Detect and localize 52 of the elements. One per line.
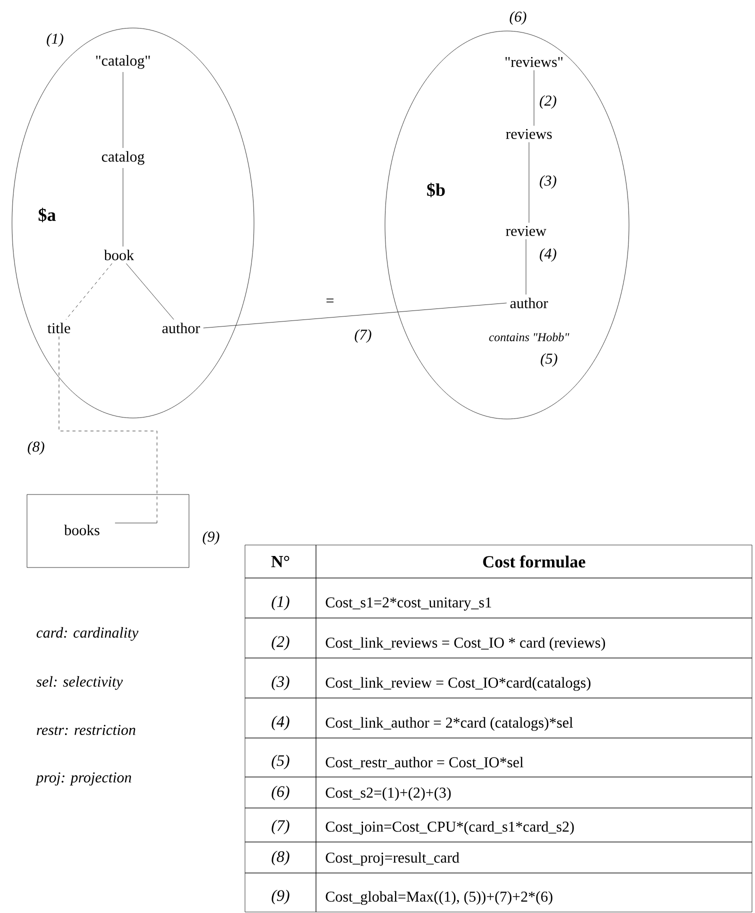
abbreviation-note: card: cardinality	[36, 627, 138, 641]
tree-label: "reviews"	[505, 56, 562, 68]
connector-line	[66, 263, 112, 320]
table-header: Cost formulae	[316, 544, 752, 578]
tree-label: review	[506, 226, 546, 236]
connector-line	[528, 142, 530, 223]
table-cell: Cost_proj=result_card	[316, 842, 752, 874]
connector-line	[122, 168, 124, 247]
connector-line	[203, 302, 507, 328]
edge-label: (2)	[538, 94, 558, 110]
table-cell: (9)	[244, 872, 316, 912]
abbreviation-note: restr: restriction	[36, 724, 136, 736]
tree-label: book	[104, 250, 134, 260]
abbreviation-note: proj: projection	[35, 772, 132, 786]
table-cell: (7)	[244, 808, 316, 842]
connector-line	[122, 72, 124, 148]
table-cell: Cost_s2=(1)+(2)+(3)	[316, 776, 752, 808]
tree-label: author	[162, 322, 200, 334]
table-cell: (4)	[244, 698, 316, 738]
edge-label: (3)	[538, 174, 558, 190]
table-cell: (6)	[244, 776, 316, 808]
tree-label: "catalog"	[96, 55, 150, 69]
tree-label: title	[47, 322, 70, 334]
table-cell: (3)	[244, 658, 316, 698]
table-cell: (2)	[244, 618, 316, 658]
callout-number: (7)	[354, 329, 372, 343]
tree-label: reviews	[506, 128, 552, 140]
table-cell: Cost_s1=2*cost_unitary_s1	[316, 578, 752, 618]
table-header: N°	[244, 544, 316, 578]
table-cell: Cost_link_author = 2*card (catalogs)*sel	[316, 698, 752, 738]
callout-number: (5)	[540, 353, 558, 367]
connector-line	[126, 263, 174, 320]
table-box: books	[26, 494, 190, 568]
tree-label: author	[510, 298, 548, 308]
callout-number: (6)	[510, 11, 526, 25]
connector-line	[58, 336, 158, 524]
table-cell: Cost_link_review = Cost_IO*card(catalogs)	[316, 658, 752, 698]
abbreviation-note: sel: selectivity	[36, 676, 123, 690]
condition-label: contains "Hobb"	[489, 332, 570, 342]
callout-number: (1)	[46, 33, 64, 47]
table-cell: (1)	[244, 578, 316, 618]
table-cell: Cost_link_reviews = Cost_IO * card (reviews)	[316, 618, 752, 658]
table-cell: (8)	[244, 842, 316, 874]
tree-label: catalog	[102, 151, 144, 165]
edge-label: (4)	[538, 247, 558, 263]
edge-label: =	[324, 298, 336, 306]
table-cell: Cost_join=Cost_CPU*(card_s1*card_s2)	[316, 808, 752, 842]
table-cell: (5)	[244, 738, 316, 778]
edge-label: (8)	[26, 440, 46, 456]
table-cell: Cost_restr_author = Cost_IO*sel	[316, 738, 752, 778]
callout-number: (9)	[202, 531, 220, 545]
table-cell: Cost_global=Max((1), (5))+(7)+2*(6)	[316, 872, 752, 912]
